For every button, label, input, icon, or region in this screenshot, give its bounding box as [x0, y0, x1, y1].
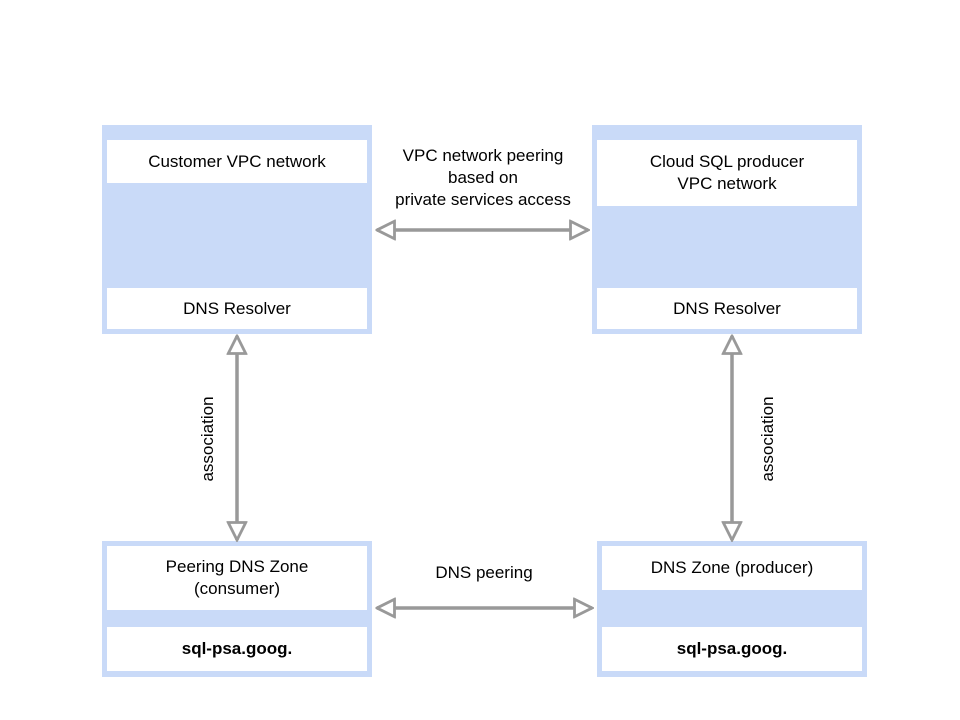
- vpc-peering-label: VPC network peering based on private ser…: [395, 146, 571, 209]
- producer-dns-zone-title: DNS Zone (producer): [602, 546, 862, 590]
- customer-vpc-box: Customer VPC network DNS Resolver: [102, 125, 372, 334]
- peering-dns-zone-title: Peering DNS Zone (consumer): [107, 546, 367, 610]
- left-association-label: association: [198, 396, 217, 482]
- customer-dns-resolver: DNS Resolver: [107, 288, 367, 329]
- customer-vpc-title: Customer VPC network: [107, 140, 367, 183]
- dns-peering-label: DNS peering: [435, 563, 533, 582]
- producer-vpc-title: Cloud SQL producer VPC network: [597, 140, 857, 206]
- peering-dns-zone-domain: sql-psa.goog.: [107, 627, 367, 671]
- peering-dns-zone-box: Peering DNS Zone (consumer) sql-psa.goog…: [102, 541, 372, 677]
- producer-dns-zone-domain: sql-psa.goog.: [602, 627, 862, 671]
- producer-dns-zone-box: DNS Zone (producer) sql-psa.goog.: [597, 541, 867, 677]
- right-association-label: association: [758, 396, 777, 482]
- producer-vpc-box: Cloud SQL producer VPC network DNS Resol…: [592, 125, 862, 334]
- producer-dns-resolver: DNS Resolver: [597, 288, 857, 329]
